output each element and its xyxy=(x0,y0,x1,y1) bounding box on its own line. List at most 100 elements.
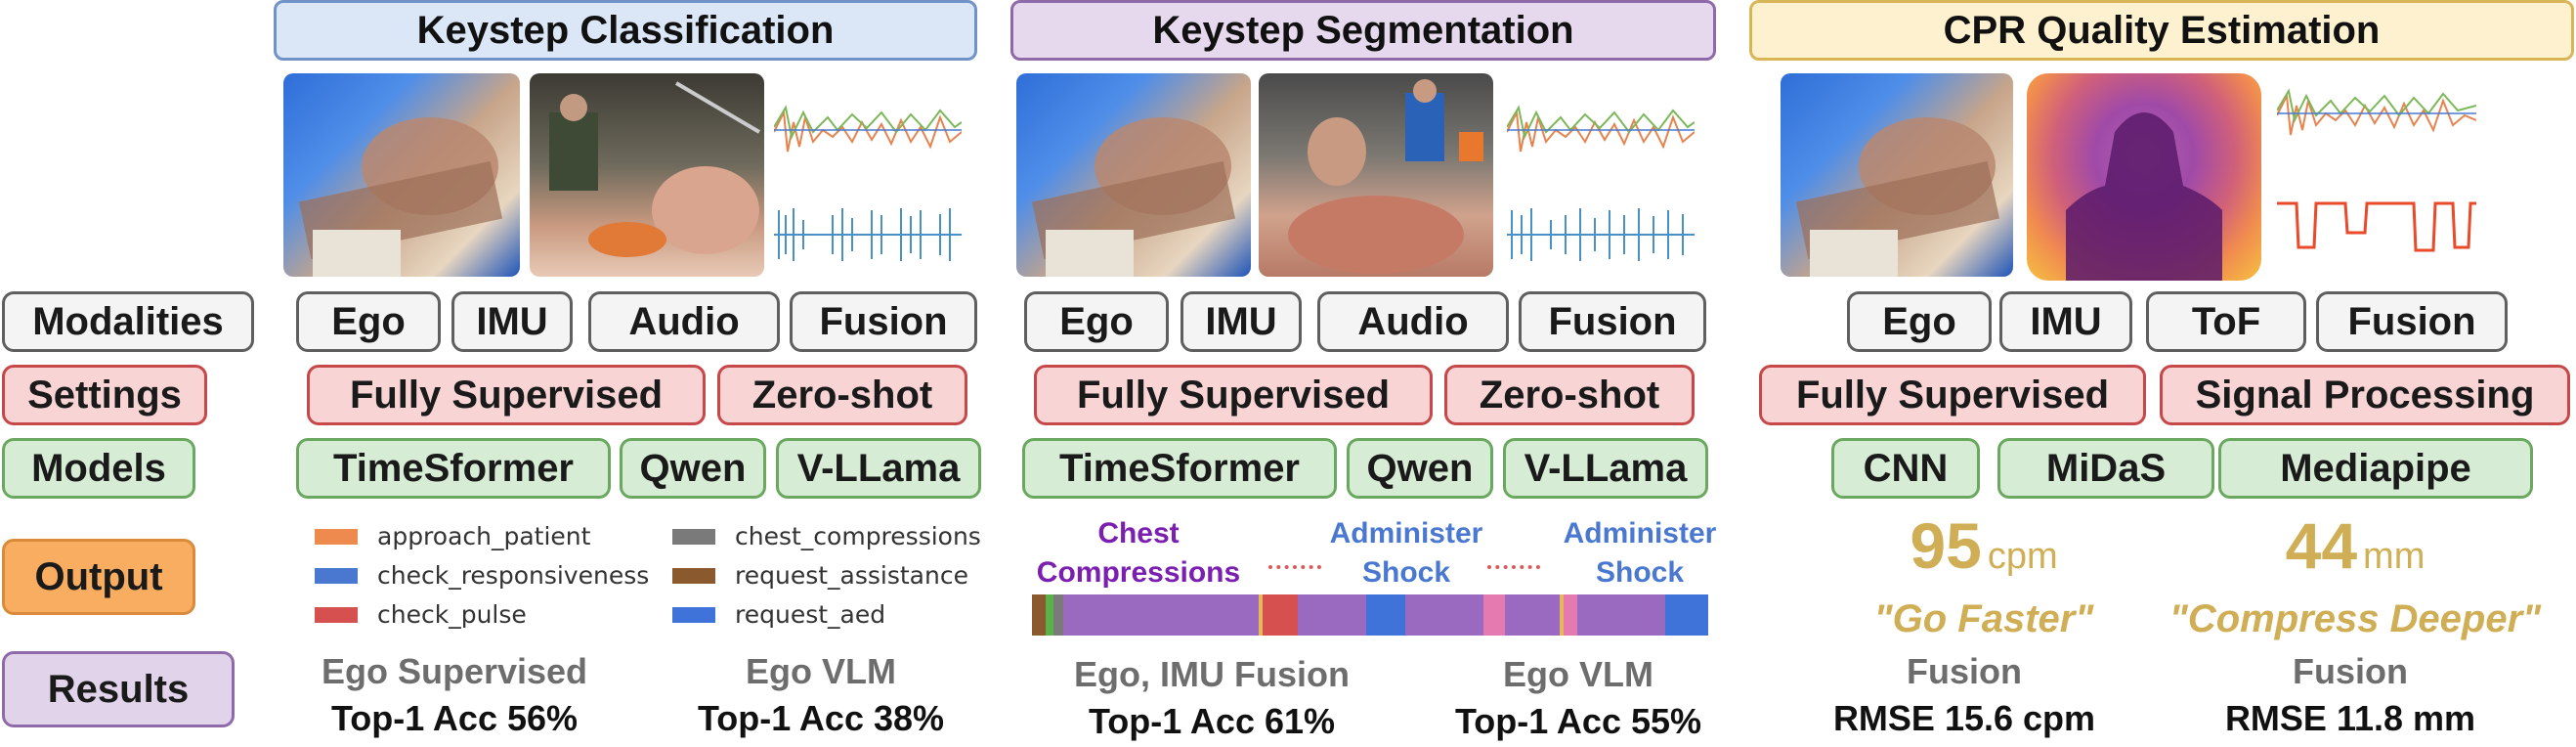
imu-tof-signal-plot xyxy=(2276,76,2477,272)
ego-cpr-image xyxy=(1016,73,1251,277)
segment xyxy=(1298,594,1366,636)
legend-label: check_responsiveness xyxy=(377,561,650,590)
task-header-segmentation: Keystep Segmentation xyxy=(1010,0,1716,61)
result-name: Ego, IMU Fusion xyxy=(1074,654,1350,694)
modality-imu: IMU xyxy=(1181,291,1302,352)
legend-label: check_pulse xyxy=(377,600,527,629)
modality-tof: ToF xyxy=(2146,291,2306,352)
legend-label: request_assistance xyxy=(735,561,968,590)
legend-swatch xyxy=(672,567,715,584)
segment-dashes xyxy=(1487,565,1540,569)
modality-ego: Ego xyxy=(296,291,441,352)
segment xyxy=(1046,594,1053,636)
legend-swatch xyxy=(672,606,715,623)
result-value: Top-1 Acc 56% xyxy=(330,698,579,738)
segment xyxy=(1053,594,1063,636)
modality-fusion: Fusion xyxy=(2316,291,2508,352)
legend-label: request_aed xyxy=(735,600,886,629)
segment xyxy=(1063,594,1259,636)
legend-swatch xyxy=(315,567,358,584)
segment xyxy=(1564,594,1577,636)
row-label-output: Output xyxy=(2,539,195,615)
result-name: Fusion xyxy=(2293,651,2408,691)
result-value: Top-1 Acc 55% xyxy=(1454,701,1702,741)
legend-item: chest_compressions xyxy=(672,522,981,550)
legend-item: check_responsiveness xyxy=(315,561,649,590)
segment xyxy=(1505,594,1560,636)
modality-fusion: Fusion xyxy=(790,291,977,352)
modality-audio: Audio xyxy=(1317,291,1509,352)
output-rate-unit: cpm xyxy=(1987,536,2058,577)
patient-scene-image xyxy=(1259,73,1493,277)
segment xyxy=(1577,594,1665,636)
row-label-settings: Settings xyxy=(2,365,207,425)
keystep-legend: approach_patient chest_compressions chec… xyxy=(315,522,981,639)
modality-ego: Ego xyxy=(1024,291,1169,352)
legend-label: approach_patient xyxy=(377,522,591,550)
model-qwen: Qwen xyxy=(620,438,766,499)
setting-fully-supervised: Fully Supervised xyxy=(1034,365,1433,425)
setting-fully-supervised: Fully Supervised xyxy=(1759,365,2146,425)
task-header-classification: Keystep Classification xyxy=(274,0,977,61)
result-name: Ego VLM xyxy=(746,651,896,691)
result-name: Ego Supervised xyxy=(321,651,588,691)
segment xyxy=(1366,594,1405,636)
legend-swatch xyxy=(672,528,715,545)
imu-signal-plot xyxy=(1506,93,1696,279)
segment xyxy=(1665,594,1708,636)
segment-dashes xyxy=(1268,565,1321,569)
depth-map-image xyxy=(2027,73,2261,281)
segment-label-administer-shock: Administer Shock xyxy=(1329,517,1483,589)
modality-audio: Audio xyxy=(588,291,780,352)
model-mediapipe: Mediapipe xyxy=(2218,438,2533,499)
segment xyxy=(1483,594,1505,636)
row-label-modalities: Modalities xyxy=(2,291,254,352)
modality-ego: Ego xyxy=(1847,291,1992,352)
segment xyxy=(1560,594,1564,636)
output-rate-feedback: "Go Faster" xyxy=(1873,597,2094,640)
model-midas: MiDaS xyxy=(1997,438,2214,499)
setting-fully-supervised: Fully Supervised xyxy=(307,365,706,425)
model-timesformer: TimeSformer xyxy=(1022,438,1337,499)
segment xyxy=(1263,594,1298,636)
imu-signal-plot xyxy=(773,93,963,279)
result-name: Fusion xyxy=(1907,651,2022,691)
legend-item: request_aed xyxy=(672,600,885,629)
model-vllama: V-LLama xyxy=(776,438,981,499)
legend-swatch xyxy=(315,528,358,545)
modality-imu: IMU xyxy=(451,291,573,352)
output-depth-feedback: "Compress Deeper" xyxy=(2168,597,2542,640)
ego-cpr-image xyxy=(1781,73,2013,277)
modality-imu: IMU xyxy=(1999,291,2132,352)
setting-zero-shot: Zero-shot xyxy=(717,365,967,425)
segment xyxy=(1259,594,1263,636)
ambulance-scene-image xyxy=(530,73,764,277)
segment xyxy=(1032,594,1046,636)
legend-label: chest_compressions xyxy=(735,522,981,550)
model-cnn: CNN xyxy=(1831,438,1980,499)
result-value: RMSE 15.6 cpm xyxy=(1832,698,2096,738)
output-depth-unit: mm xyxy=(2363,536,2426,577)
row-label-models: Models xyxy=(2,438,195,499)
task-header-cpr-quality: CPR Quality Estimation xyxy=(1749,0,2574,61)
modality-fusion: Fusion xyxy=(1519,291,1706,352)
result-value: RMSE 11.8 mm xyxy=(2224,698,2476,738)
result-value: Top-1 Acc 61% xyxy=(1088,701,1336,741)
legend-item: request_assistance xyxy=(672,561,968,590)
model-qwen: Qwen xyxy=(1347,438,1493,499)
segment-label-chest-compressions: Chest Compressions xyxy=(1036,517,1241,589)
result-value: Top-1 Acc 38% xyxy=(697,698,945,738)
model-vllama: V-LLama xyxy=(1503,438,1708,499)
setting-signal-processing: Signal Processing xyxy=(2160,365,2570,425)
legend-item: check_pulse xyxy=(315,600,527,629)
segment xyxy=(1405,594,1483,636)
legend-swatch xyxy=(315,606,358,623)
ego-cpr-image xyxy=(283,73,520,277)
output-rate-value: 95 xyxy=(1910,509,1982,582)
output-depth-value: 44 xyxy=(2285,509,2358,582)
segmentation-bar xyxy=(1032,594,1708,636)
